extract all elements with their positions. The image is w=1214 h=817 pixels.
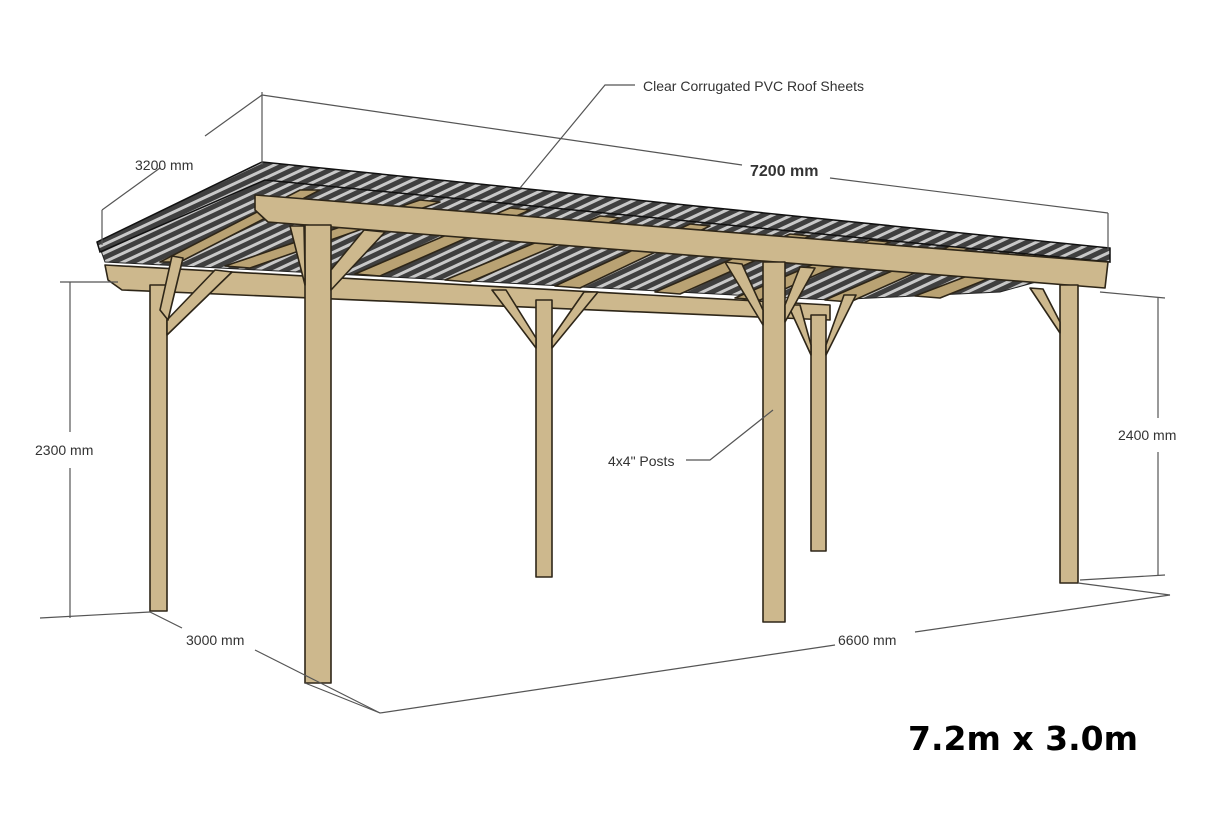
brace	[784, 266, 816, 323]
back-beam	[104, 264, 831, 321]
brace	[825, 294, 857, 356]
brace	[1029, 287, 1061, 334]
size-title: 7.2m x 3.0m	[908, 719, 1138, 758]
post-front-right	[1059, 284, 1079, 584]
brace	[551, 291, 599, 349]
label-width-bottom: 3000 mm	[186, 632, 244, 648]
brace	[491, 289, 537, 349]
label-roof-sheets: Clear Corrugated PVC Roof Sheets	[643, 78, 864, 94]
post-front-middle	[762, 261, 786, 623]
brace	[724, 261, 764, 326]
post-back-right	[810, 314, 827, 552]
post-front-left	[304, 224, 332, 684]
front-beam	[254, 194, 1109, 289]
label-posts: 4x4" Posts	[608, 453, 674, 469]
post-back-middle	[535, 299, 553, 578]
brace	[166, 269, 233, 336]
label-width-top: 3200 mm	[135, 157, 193, 173]
post-back-left	[149, 284, 168, 612]
brace	[159, 255, 184, 321]
label-length-top: 7200 mm	[750, 163, 819, 180]
roof-sheets	[96, 161, 1111, 263]
brace	[289, 225, 306, 286]
label-height-left: 2300 mm	[35, 442, 93, 458]
label-length-bottom: 6600 mm	[838, 632, 896, 648]
brace	[330, 229, 386, 291]
label-height-right: 2400 mm	[1118, 427, 1176, 443]
dimension-lines	[39, 84, 1171, 714]
